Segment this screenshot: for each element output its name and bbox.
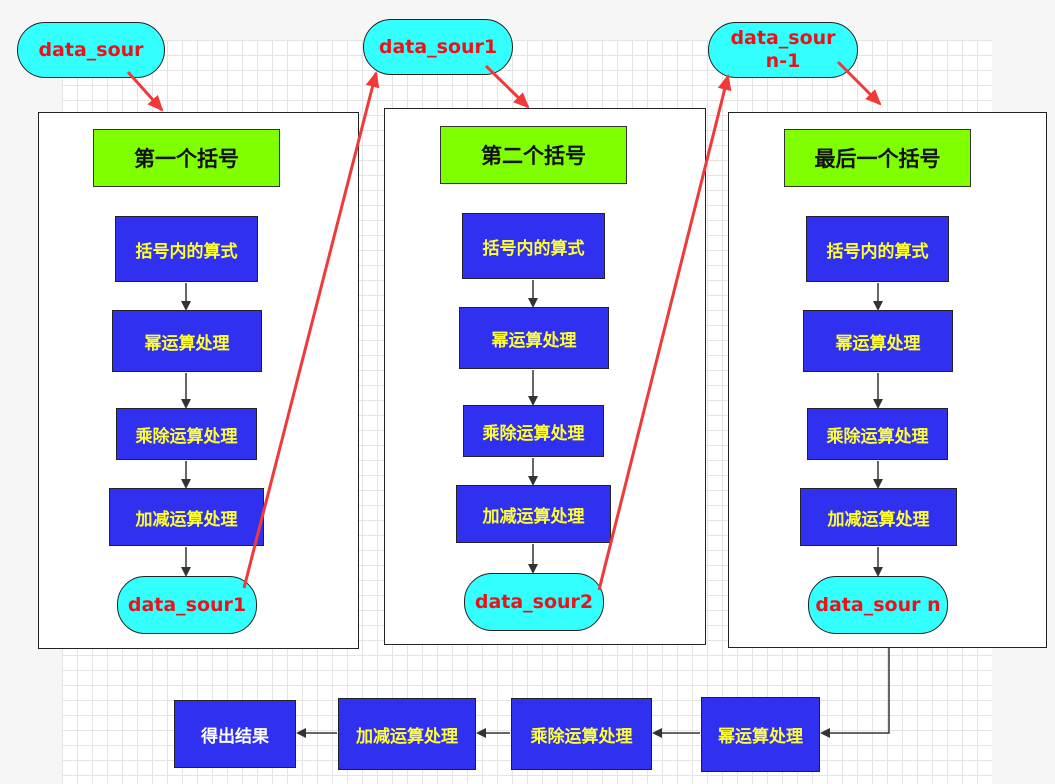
- column-2-step-power: 幂运算处理: [459, 307, 609, 369]
- column-2-output-pill: data_sour2: [464, 573, 604, 631]
- source-pill-0: data_sour: [17, 22, 165, 78]
- final-result: 得出结果: [174, 700, 296, 768]
- final-step-power: 幂运算处理: [701, 697, 820, 772]
- column-2-title: 第二个括号: [440, 126, 627, 184]
- column-last-step-power: 幂运算处理: [803, 310, 953, 372]
- source-pill-last: data_sour n-1: [708, 22, 858, 78]
- source-pill-1: data_sour1: [363, 19, 513, 75]
- column-2-step-muldiv: 乘除运算处理: [463, 405, 604, 457]
- column-2-step-bracket-expr: 括号内的算式: [462, 213, 605, 279]
- column-last-step-bracket-expr: 括号内的算式: [806, 216, 949, 282]
- column-1-step-addsub: 加减运算处理: [109, 488, 264, 546]
- source-pill-last-line1: data_sour: [730, 27, 836, 50]
- final-step-muldiv: 乘除运算处理: [511, 698, 652, 770]
- column-1-title: 第一个括号: [93, 129, 280, 187]
- bracket-frame-1: [38, 112, 359, 649]
- column-last-title: 最后一个括号: [784, 129, 971, 187]
- column-1-step-bracket-expr: 括号内的算式: [115, 216, 258, 282]
- final-step-addsub: 加减运算处理: [338, 698, 476, 770]
- column-last-step-muldiv: 乘除运算处理: [807, 408, 948, 460]
- column-1-step-muldiv: 乘除运算处理: [116, 408, 257, 460]
- bracket-frame-last: [728, 112, 1047, 648]
- column-1-step-power: 幂运算处理: [112, 310, 262, 372]
- column-1-output-pill: data_sour1: [117, 576, 257, 634]
- column-last-step-addsub: 加减运算处理: [800, 488, 957, 546]
- bracket-frame-2: [384, 108, 706, 645]
- column-2-step-addsub: 加减运算处理: [456, 485, 611, 543]
- source-pill-last-line2: n-1: [765, 50, 801, 72]
- column-last-output-pill: data_sour n: [808, 576, 948, 634]
